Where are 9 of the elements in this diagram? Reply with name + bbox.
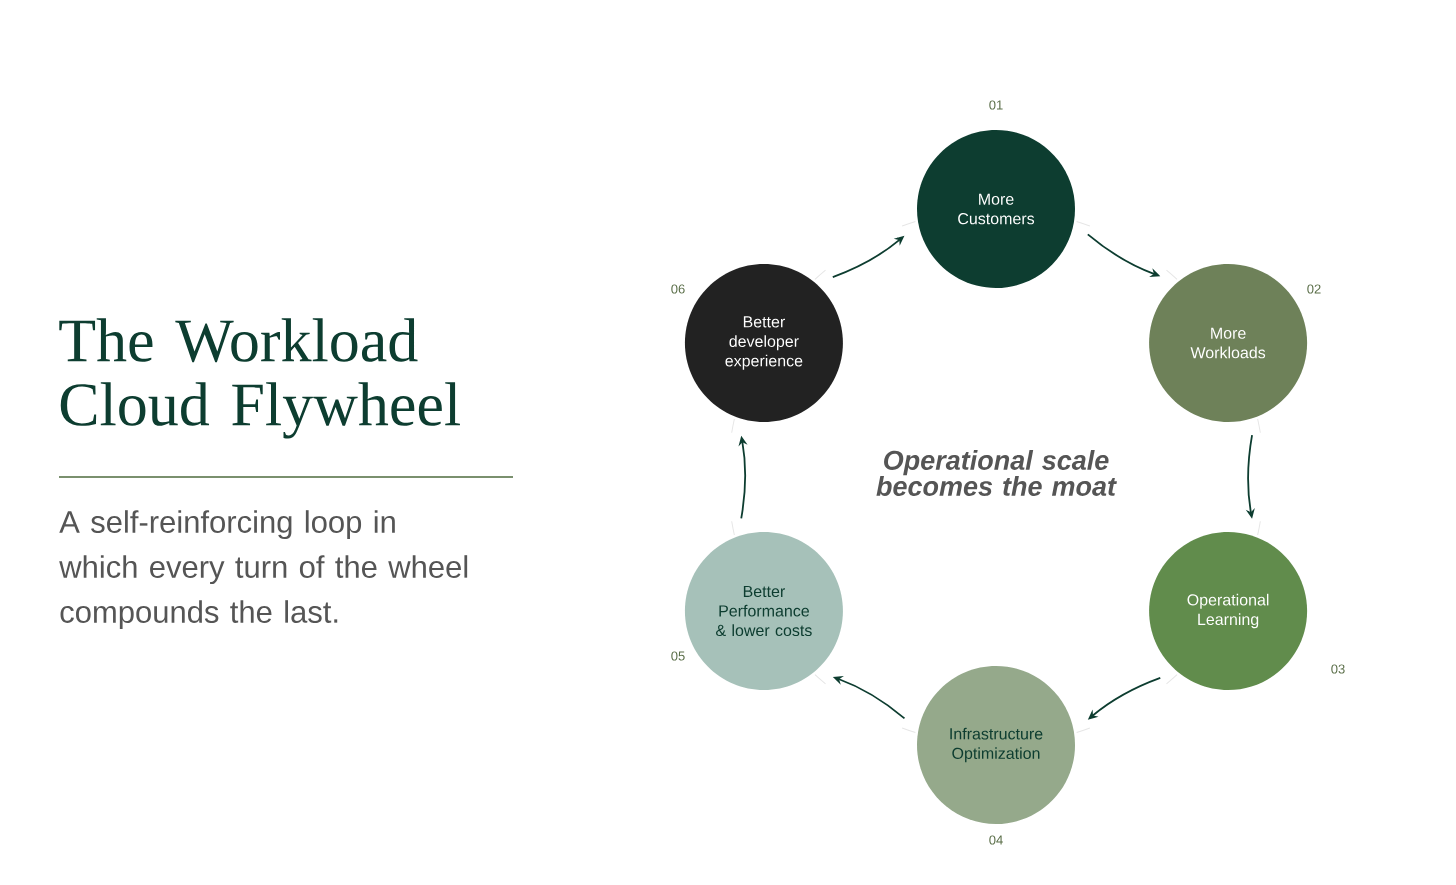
step-number: 04 (989, 835, 1003, 845)
title: The Workload Cloud Flywheel (59, 318, 460, 439)
caption: A self-reinforcing loop in which every turn of the wheel compounds the last. (59, 510, 468, 630)
center-label: Operational scale becomes the moat (876, 450, 1117, 496)
step-number: 02 (1307, 284, 1321, 294)
step-number: 01 (989, 100, 1003, 110)
step-number: 06 (671, 284, 685, 294)
step-number: 05 (671, 651, 685, 661)
step-number: 03 (1331, 664, 1345, 674)
